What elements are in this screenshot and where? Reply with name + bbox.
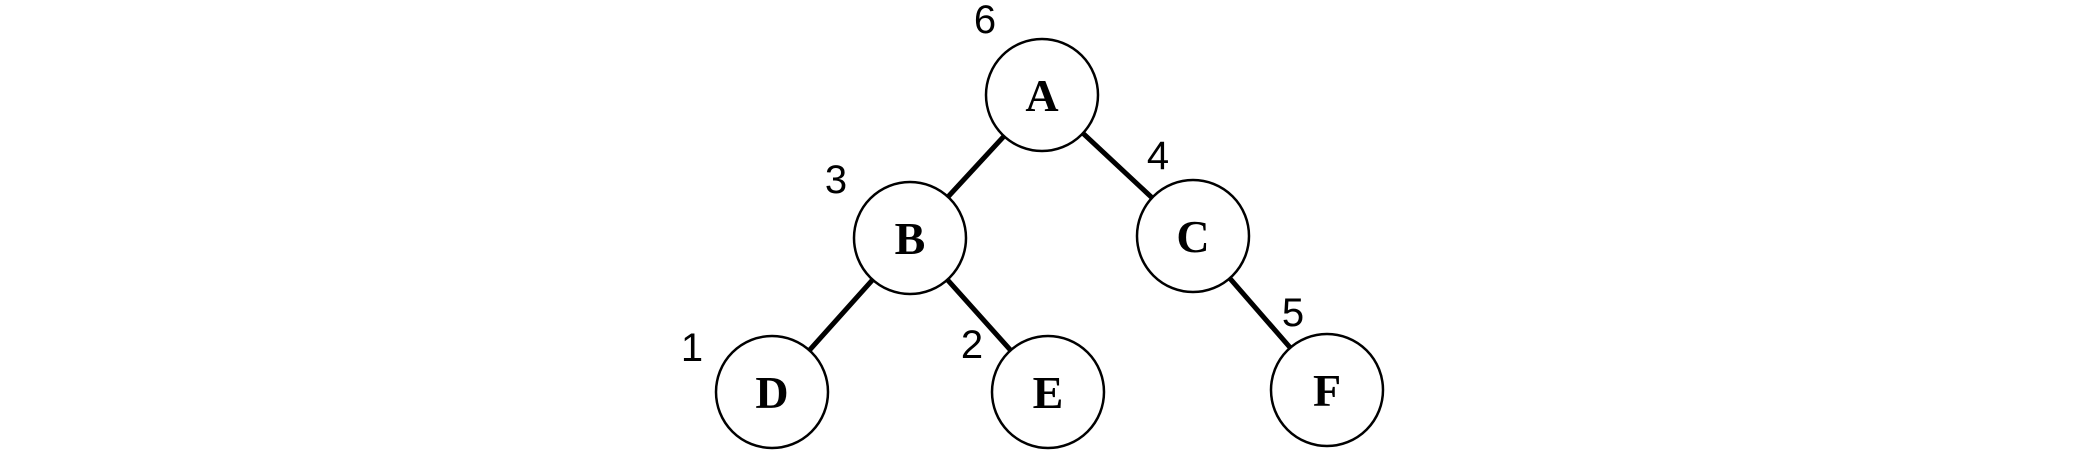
node-label-d: D xyxy=(755,367,788,418)
node-order-number-a: 6 xyxy=(974,0,996,42)
node-order-number-e: 2 xyxy=(961,323,983,367)
node-label-b: B xyxy=(895,213,926,264)
node-order-number-d: 1 xyxy=(681,326,703,370)
tree-node-b: B3 xyxy=(825,158,968,296)
node-label-f: F xyxy=(1313,365,1341,416)
node-order-number-c: 4 xyxy=(1147,134,1169,178)
node-circle-e xyxy=(990,334,1106,450)
node-label-c: C xyxy=(1176,211,1209,262)
tree-node-a: A6 xyxy=(974,0,1100,153)
tree-node-e: E2 xyxy=(961,323,1106,450)
node-circle-b xyxy=(852,180,968,296)
node-order-number-f: 5 xyxy=(1282,291,1304,335)
tree-node-c: C4 xyxy=(1135,134,1251,294)
node-circle-f xyxy=(1269,332,1385,448)
tree-node-d: D1 xyxy=(681,326,830,450)
node-circle-a xyxy=(984,37,1100,153)
node-circle-c xyxy=(1135,178,1251,294)
node-circle-d xyxy=(714,334,830,450)
node-order-number-b: 3 xyxy=(825,158,847,202)
tree-node-f: F5 xyxy=(1269,291,1385,448)
node-label-e: E xyxy=(1033,367,1064,418)
node-label-a: A xyxy=(1025,70,1058,121)
